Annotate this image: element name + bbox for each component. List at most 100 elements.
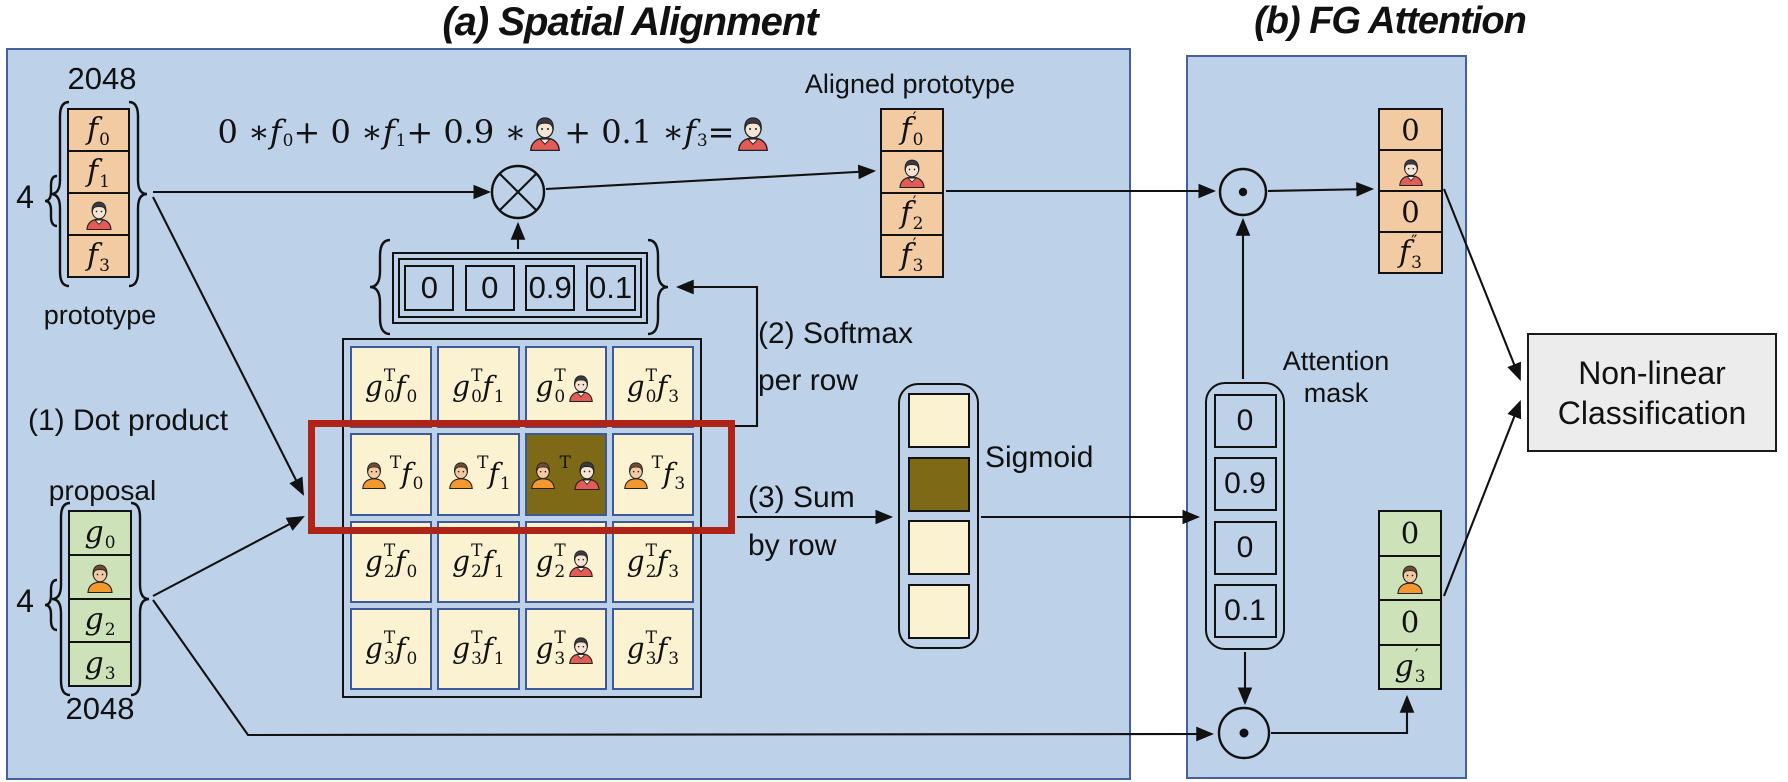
prototype-dim-2048: 2048 <box>67 61 137 96</box>
vector-cell: g′3 <box>1380 645 1440 688</box>
vector-cell: 0 <box>1380 192 1441 233</box>
prototype-dim-4: 4 <box>16 179 34 215</box>
step-1-label: (1) Dot product <box>28 404 229 437</box>
attention-mask-label: Attention mask <box>1270 345 1402 409</box>
person-red-cell <box>1380 151 1441 192</box>
vector-cell: 0 <box>1380 110 1441 151</box>
vector-cell: 0 <box>1380 601 1440 646</box>
person-orange-icon <box>531 462 556 490</box>
attention-mask-cell: 0 <box>1213 393 1277 448</box>
sum-cell <box>907 583 970 639</box>
vector-cell: f′0 <box>882 110 942 152</box>
step-3-line2: by row <box>748 529 837 562</box>
person-orange-cell <box>1380 556 1440 601</box>
value-text: 0 <box>1400 516 1420 551</box>
softmax-weight-cell: 0 <box>404 265 455 311</box>
vector-cell: 0 <box>1380 512 1440 557</box>
sum-cell <box>907 393 970 449</box>
panel-b-title: (b) FG Attention <box>1254 0 1527 42</box>
equation-text: = <box>707 113 735 151</box>
step-2-label: (2) Softmax per row <box>758 310 978 404</box>
person-orange-icon <box>623 462 648 490</box>
person-red-icon <box>574 462 600 491</box>
person-orange-icon <box>449 462 473 490</box>
softmax-weight-cell: 0.1 <box>585 265 636 311</box>
person-red-icon <box>738 117 769 151</box>
step-3-label: (3) Sum by row <box>748 474 948 570</box>
person-red-icon <box>568 375 593 403</box>
person-red-cell <box>69 194 128 236</box>
equation-text: 0 ∗ <box>217 113 270 151</box>
proposal-dim-4: 4 <box>16 583 34 619</box>
person-red-icon <box>899 159 925 188</box>
aligned-prototype-label: Aligned prototype <box>804 69 1016 99</box>
value-text: 0 <box>1401 194 1420 229</box>
person-red-icon <box>568 637 593 664</box>
vector-cell: f′2 <box>882 194 942 236</box>
proposal-label: proposal <box>48 475 157 506</box>
equation-text: + 0 ∗ <box>293 113 383 151</box>
panel-a-title: (a) Spatial Alignment <box>442 0 818 44</box>
step-2-line1: (2) Softmax <box>758 317 914 350</box>
classifier-line1: Non-linear <box>1578 354 1726 391</box>
attention-mask-cell: 0 <box>1213 520 1277 575</box>
step-2-line2: per row <box>758 364 859 397</box>
person-orange-icon <box>87 564 113 593</box>
person-orange-cell <box>70 555 130 600</box>
matrix-cell: T <box>524 433 607 516</box>
equation-text: + 0.1 ∗ <box>564 113 684 151</box>
attention-mask-cell: 0.9 <box>1213 457 1277 512</box>
attention-mask-label-line2: mask <box>1303 378 1369 408</box>
vector-cell: f″3 <box>1380 233 1441 272</box>
value-text: 0 <box>1400 605 1420 640</box>
equation-text: + 0.9 ∗ <box>406 113 527 151</box>
softmax-weight-cell: 0 <box>464 265 515 311</box>
masked-proposal-vector: 0 0 g′3 <box>1378 510 1442 690</box>
person-red-icon <box>568 550 593 577</box>
person-orange-icon <box>1397 565 1423 594</box>
step-3-line1: (3) Sum <box>748 481 855 514</box>
attention-mask-label-line1: Attention <box>1282 346 1390 376</box>
row-sum-column <box>898 383 979 649</box>
prototype-label: prototype <box>43 300 157 330</box>
person-red-icon <box>530 117 561 151</box>
person-orange-icon <box>362 462 386 490</box>
value-text: 0 <box>1401 112 1420 147</box>
classifier-line2: Classification <box>1557 394 1747 431</box>
classifier-box: Non-linear Classification <box>1527 333 1777 452</box>
vector-cell: f′3 <box>882 236 942 276</box>
highlighted-row-box <box>308 420 735 534</box>
sum-cell <box>907 456 970 512</box>
masked-prototype-vector: 0 0 f″3 <box>1378 108 1443 274</box>
sum-cell <box>907 520 970 576</box>
person-red-cell <box>882 152 942 194</box>
sigmoid-label: Sigmoid <box>985 441 1094 474</box>
